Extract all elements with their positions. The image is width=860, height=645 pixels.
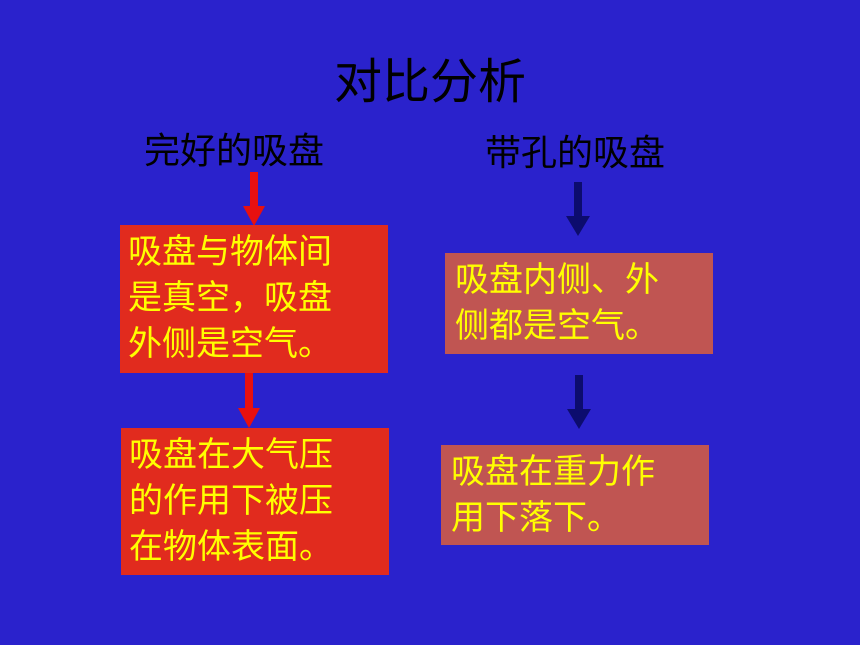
box-text-line: 吸盘在大气压 [129, 435, 333, 475]
box-text-line: 用下落下。 [451, 498, 621, 538]
box-text-line: 吸盘在重力作 [451, 452, 655, 492]
right-box-falls: 吸盘在重力作 用下落下。 [441, 445, 709, 545]
left-column-heading: 完好的吸盘 [144, 131, 325, 172]
left-box-vacuum: 吸盘与物体间 是真空，吸盘 外侧是空气。 [120, 225, 388, 373]
box-text-line: 在物体表面。 [129, 527, 333, 567]
box-text-line: 侧都是空气。 [455, 306, 659, 346]
box-text-line: 吸盘与物体间 [128, 232, 332, 272]
arrow-down-icon [567, 375, 591, 429]
box-text-line: 的作用下被压 [129, 481, 333, 521]
arrow-down-icon [238, 373, 260, 428]
slide-title: 对比分析 [333, 54, 526, 110]
left-box-pressed: 吸盘在大气压 的作用下被压 在物体表面。 [121, 428, 389, 575]
box-text-line: 吸盘内侧、外 [455, 260, 659, 300]
arrow-down-icon [243, 172, 265, 226]
box-text-line: 外侧是空气。 [128, 324, 332, 364]
right-column-heading: 带孔的吸盘 [485, 133, 666, 174]
arrow-down-icon [566, 182, 590, 236]
right-box-air: 吸盘内侧、外 侧都是空气。 [445, 253, 713, 354]
box-text-line: 是真空，吸盘 [128, 278, 332, 318]
